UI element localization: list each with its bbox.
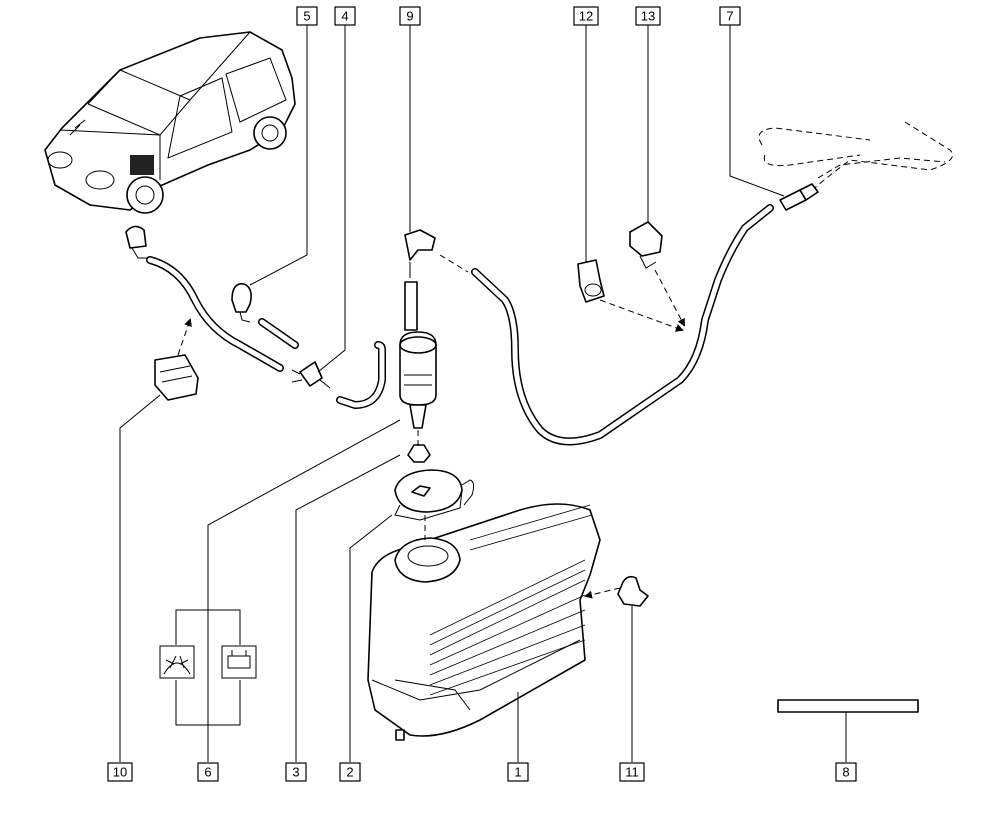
callout-11: 11 bbox=[619, 762, 645, 782]
t-connector bbox=[291, 361, 331, 389]
callout-11-text: 11 bbox=[625, 765, 639, 780]
vehicle-illustration bbox=[44, 31, 296, 214]
callout-10-text: 10 bbox=[113, 765, 127, 780]
assembly-arrows bbox=[177, 254, 685, 599]
callout-12: 12 bbox=[573, 6, 599, 26]
hose-clip-grommet bbox=[629, 221, 663, 269]
callout-10: 10 bbox=[107, 762, 133, 782]
leader-lines bbox=[119, 25, 847, 762]
hose-rear bbox=[471, 204, 774, 446]
hose-clip bbox=[577, 259, 605, 303]
callout-5: 5 bbox=[296, 6, 318, 26]
callout-12-text: 12 bbox=[579, 9, 593, 24]
callout-6: 6 bbox=[197, 762, 219, 782]
callout-9: 9 bbox=[399, 6, 421, 26]
hose-connector bbox=[779, 183, 819, 211]
callout-2: 2 bbox=[339, 762, 361, 782]
callout-1-text: 1 bbox=[514, 765, 521, 780]
callout-3: 3 bbox=[285, 762, 307, 782]
washer-reservoir bbox=[367, 503, 601, 741]
callout-7-text: 7 bbox=[726, 9, 733, 24]
function-group bbox=[159, 609, 257, 726]
callout-3-text: 3 bbox=[292, 765, 299, 780]
reservoir-grommet bbox=[617, 575, 649, 607]
washer-pump bbox=[399, 331, 437, 463]
reservoir-location-marker bbox=[130, 155, 154, 175]
callout-2-text: 2 bbox=[346, 765, 353, 780]
rear-hose-route-dashed bbox=[758, 121, 953, 191]
callout-4: 4 bbox=[334, 6, 356, 26]
callout-8: 8 bbox=[835, 762, 857, 782]
elbow-connector bbox=[404, 229, 436, 331]
callout-6-text: 6 bbox=[204, 765, 211, 780]
sealing-strip bbox=[777, 699, 919, 713]
callout-8-text: 8 bbox=[842, 765, 849, 780]
callout-1: 1 bbox=[507, 762, 529, 782]
reservoir-filler-cap bbox=[394, 469, 475, 521]
callout-4-text: 4 bbox=[341, 9, 348, 24]
windscreen-washer-icon bbox=[159, 645, 195, 679]
hose-front bbox=[146, 256, 386, 409]
callout-13-text: 13 bbox=[641, 9, 655, 24]
callout-9-text: 9 bbox=[406, 9, 413, 24]
callout-5-text: 5 bbox=[303, 9, 310, 24]
front-washer-jet bbox=[125, 225, 148, 259]
rear-screen-washer-icon bbox=[221, 645, 257, 679]
rear-washer-jet bbox=[231, 283, 252, 323]
callout-13: 13 bbox=[635, 6, 661, 26]
pump-relay-module bbox=[154, 354, 199, 401]
callout-7: 7 bbox=[719, 6, 741, 26]
